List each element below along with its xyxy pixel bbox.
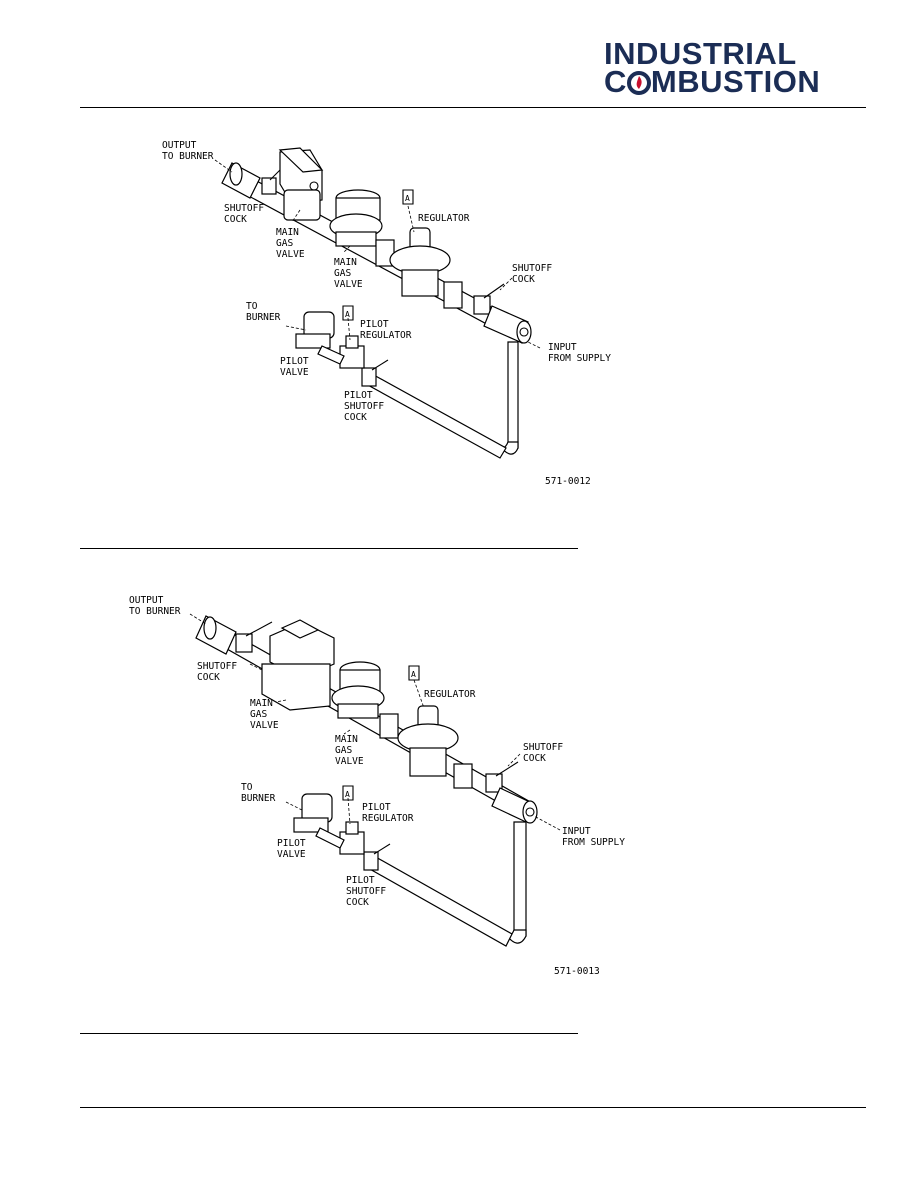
pilot-valve-label-2: VALVE [277, 849, 306, 860]
shutoff-cock-2-label-1: SHUTOFF [523, 742, 563, 753]
output-label-1: OUTPUT [162, 140, 197, 151]
main-gas-valve-1-label-2: GAS [250, 709, 267, 720]
marker-a-box-1 [402, 189, 414, 205]
marker-a-box-1 [408, 665, 420, 681]
regulator-label: REGULATOR [424, 689, 476, 700]
main-gas-valve-1-label-1: MAIN [276, 227, 299, 238]
marker-a-box-2 [342, 785, 354, 801]
gas-train-diagram-1: OUTPUT TO BURNER SHUTOFF COCK MAIN GAS V… [162, 140, 611, 487]
shutoff-cock-2-label-2: COCK [512, 274, 535, 285]
main-gas-valve-1-label-1: MAIN [250, 698, 273, 709]
marker-a-1: A [411, 670, 416, 679]
shutoff-cock-label-2: COCK [197, 672, 220, 683]
marker-a-1: A [405, 194, 410, 203]
pilot-regulator-label-2: REGULATOR [362, 813, 414, 824]
main-gas-valve-2-label-3: VALVE [334, 279, 363, 290]
marker-a-2: A [345, 790, 350, 799]
pilot-shutoff-label-1: PILOT [344, 390, 373, 401]
to-burner-label-1: TO [241, 782, 253, 793]
pilot-regulator-label-1: PILOT [360, 319, 389, 330]
pilot-shutoff-label-3: COCK [346, 897, 369, 908]
logo-line-2: C MBUSTION [604, 66, 866, 97]
pilot-line [293, 793, 527, 947]
figure-number-2: 571-0013 [554, 966, 600, 977]
gas-train-diagram-2: OUTPUT TO BURNER SHUTOFF COCK MAIN GAS V… [129, 595, 625, 977]
main-gas-valve-1-label-3: VALVE [276, 249, 305, 260]
shutoff-cock-label-1: SHUTOFF [224, 203, 264, 214]
input-label-2: FROM SUPPLY [548, 353, 611, 364]
company-logo: INDUSTRIAL C MBUSTION [604, 36, 866, 100]
main-gas-valve-2-label-2: GAS [334, 268, 351, 279]
pilot-regulator-label-1: PILOT [362, 802, 391, 813]
marker-a-box-2 [342, 305, 354, 321]
output-label-2: TO BURNER [162, 151, 214, 162]
section-rule-2 [80, 1033, 578, 1034]
pilot-valve-label-1: PILOT [280, 356, 309, 367]
main-gas-valve-2-label-1: MAIN [335, 734, 358, 745]
input-label-1: INPUT [562, 826, 591, 837]
shutoff-cock-2-label-1: SHUTOFF [512, 263, 552, 274]
main-gas-valve-2-label-3: VALVE [335, 756, 364, 767]
pilot-shutoff-label-3: COCK [344, 412, 367, 423]
figure-number-1: 571-0012 [545, 476, 591, 487]
main-gas-valve-2-label-1: MAIN [334, 257, 357, 268]
shutoff-cock-2-label-2: COCK [523, 753, 546, 764]
input-label-2: FROM SUPPLY [562, 837, 625, 848]
to-burner-label-2: BURNER [241, 793, 276, 804]
logo-c: C [604, 64, 627, 99]
shutoff-cock-label-2: COCK [224, 214, 247, 225]
main-gas-valve-1-label-2: GAS [276, 238, 293, 249]
logo-line-1: INDUSTRIAL [604, 36, 797, 71]
output-label-2: TO BURNER [129, 606, 181, 617]
output-label-1: OUTPUT [129, 595, 164, 606]
shutoff-cock-label-1: SHUTOFF [197, 661, 237, 672]
input-label-1: INPUT [548, 342, 577, 353]
regulator-label: REGULATOR [418, 213, 470, 224]
logo-mbustion: MBUSTION [650, 64, 821, 99]
pilot-shutoff-label-2: SHUTOFF [346, 886, 386, 897]
pilot-valve-label-1: PILOT [277, 838, 306, 849]
flame-icon [626, 71, 651, 95]
main-gas-valve-2-label-2: GAS [335, 745, 352, 756]
pilot-regulator-label-2: REGULATOR [360, 330, 412, 341]
header-rule [80, 107, 866, 108]
pilot-valve-label-2: VALVE [280, 367, 309, 378]
main-gas-valve-1-label-3: VALVE [250, 720, 279, 731]
marker-a-2: A [345, 310, 350, 319]
footer-rule [80, 1107, 866, 1108]
pilot-line [295, 311, 519, 459]
to-burner-label-2: BURNER [246, 312, 281, 323]
section-rule-1 [80, 548, 578, 549]
pilot-shutoff-label-1: PILOT [346, 875, 375, 886]
to-burner-label-1: TO [246, 301, 258, 312]
pilot-shutoff-label-2: SHUTOFF [344, 401, 384, 412]
